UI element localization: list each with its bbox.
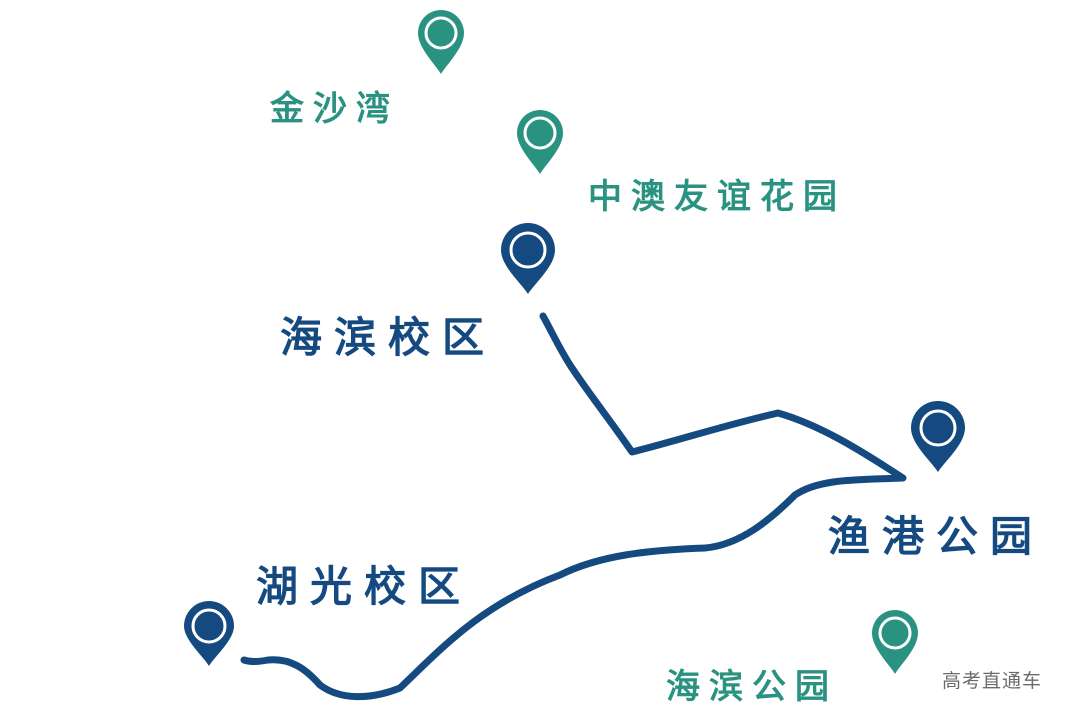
location-label-yugang: 渔港公园 <box>828 512 1045 561</box>
map-pin-icon[interactable] <box>911 401 965 472</box>
route-path <box>240 312 907 701</box>
location-label-huguang: 湖光校区 <box>256 562 473 611</box>
map-pin-icon[interactable] <box>872 610 918 674</box>
map-pin-icon[interactable] <box>184 601 234 666</box>
map-pin-icon[interactable] <box>517 110 563 174</box>
location-label-jinsha: 金沙湾 <box>270 89 399 129</box>
map-pin-icon[interactable] <box>501 223 555 294</box>
location-label-zhongao: 中澳友谊花园 <box>588 177 846 217</box>
location-label-haibin-park: 海滨公园 <box>666 667 838 707</box>
watermark-text: 高考直通车 <box>942 670 1043 692</box>
map-pin-icon[interactable] <box>418 10 464 74</box>
location-label-haibin-campus: 海滨校区 <box>280 313 497 362</box>
